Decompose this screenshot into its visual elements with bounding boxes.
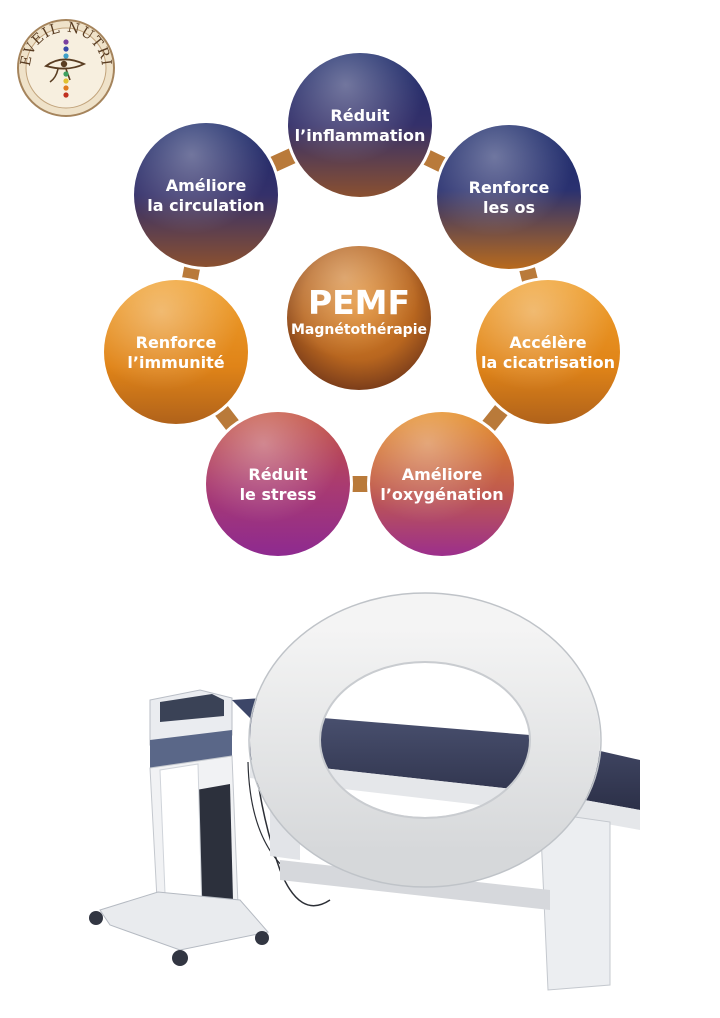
center-title: PEMF xyxy=(308,283,410,322)
center-node: PEMF Magnétothérapie xyxy=(284,243,434,393)
benefit-node-shine xyxy=(437,125,581,269)
eveil-nutri-logo: EVEIL NUTRI xyxy=(17,19,115,117)
benefit-node-label: Améliore xyxy=(402,465,483,484)
control-cart xyxy=(89,689,331,966)
pemf-equipment-illustration xyxy=(89,592,640,991)
benefit-node-label: Accélère xyxy=(509,333,586,352)
benefit-node-label: Améliore xyxy=(166,176,247,195)
benefit-node-label: la circulation xyxy=(147,196,264,215)
benefit-node-label: l’oxygénation xyxy=(380,485,503,504)
benefit-node-label: Réduit xyxy=(330,106,390,125)
benefit-node-label: Renforce xyxy=(136,333,217,352)
benefit-node-label: les os xyxy=(483,198,535,217)
benefit-node-shine xyxy=(104,280,248,424)
benefit-node-shine xyxy=(288,53,432,197)
benefit-node-label: Réduit xyxy=(248,465,308,484)
benefit-node-shine xyxy=(476,280,620,424)
benefit-node-label: l’immunité xyxy=(127,353,224,372)
center-subtitle: Magnétothérapie xyxy=(291,322,427,338)
benefit-node-label: le stress xyxy=(240,485,317,504)
benefit-node-label: la cicatrisation xyxy=(481,353,615,372)
benefit-node-shine xyxy=(370,412,514,556)
magnetic-coil-ring xyxy=(248,592,602,888)
benefit-node-shine xyxy=(206,412,350,556)
benefit-node-label: Renforce xyxy=(469,178,550,197)
benefit-node-shine xyxy=(134,123,278,267)
chakra-dots-icon xyxy=(63,39,69,98)
benefit-node-label: l’inflammation xyxy=(295,126,426,145)
